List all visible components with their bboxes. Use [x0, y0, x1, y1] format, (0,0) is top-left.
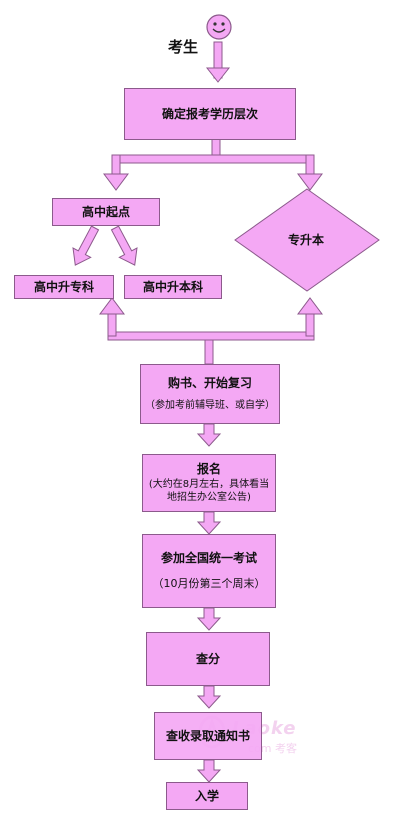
check-score-box: 查分 [146, 632, 270, 686]
watermark-chinese-text: 考客 [275, 742, 297, 755]
smiley-face-icon [206, 14, 232, 40]
check-admission-box: 查收录取通知书 [154, 712, 262, 760]
hs-to-associate-box: 高中升专科 [14, 275, 114, 299]
national-exam-note: （10月份第三个周末） [152, 576, 266, 590]
enroll-box: 入学 [166, 782, 248, 810]
register-box: 报名 (大约在8月左右，具体看当 地招生办公室公告) [142, 454, 276, 512]
buy-books-box: 购书、开始复习 （参加考前辅导班、或自学） [140, 364, 280, 424]
determine-level-box: 确定报考学历层次 [124, 88, 296, 140]
hs-to-bachelor-box: 高中升本科 [124, 275, 222, 299]
buy-books-title: 购书、开始复习 [167, 376, 252, 391]
from-high-school-box: 高中起点 [52, 198, 160, 226]
register-title: 报名 [196, 462, 221, 477]
upgrade-to-bachelor-label: 专升本 [287, 232, 324, 247]
upgrade-to-bachelor-diamond [234, 188, 380, 292]
national-exam-box: 参加全国统一考试 （10月份第三个周末） [142, 534, 276, 608]
register-note-line1: (大约在8月左右，具体看当 [148, 478, 270, 490]
buy-books-note: （参加考前辅导班、或自学） [145, 400, 275, 412]
national-exam-title: 参加全国统一考试 [160, 551, 257, 566]
register-note-line2: 地招生办公室公告) [167, 492, 251, 504]
start-label: 考生 [168, 38, 199, 56]
